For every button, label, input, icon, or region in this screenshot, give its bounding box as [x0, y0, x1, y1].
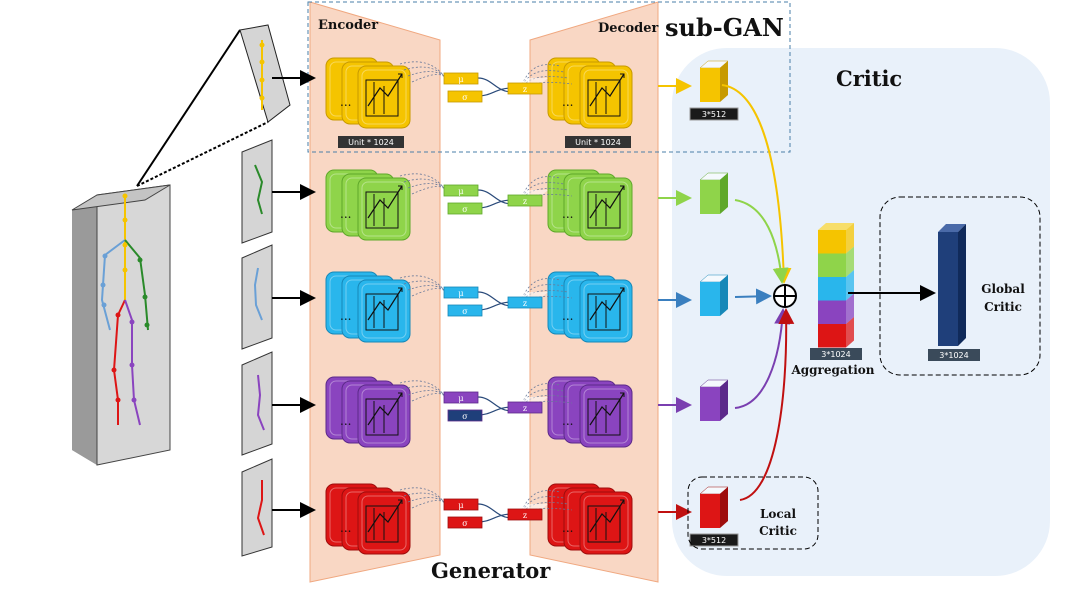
svg-text:...: ... [562, 309, 573, 323]
branch-row-left-arm: ...... μσ z [325, 271, 633, 343]
sub-gan-box [307, 1, 791, 153]
encoder-label: Encoder [318, 18, 378, 33]
svg-text:...: ... [340, 207, 351, 221]
latent-blocks-torso: μσ z [443, 68, 548, 103]
svg-text:σ: σ [462, 93, 468, 102]
svg-text:3*512: 3*512 [702, 110, 726, 119]
sub-gan-label: sub-GAN [665, 13, 784, 42]
svg-text:...: ... [340, 414, 351, 428]
limb-card-left-arm [241, 244, 273, 350]
svg-text:μ: μ [458, 289, 463, 298]
local-critic-label-1: Local [760, 507, 797, 521]
aggregation-segment-1 [818, 230, 846, 254]
svg-text:σ: σ [462, 205, 468, 214]
decoder-stack-left-leg: ... [547, 376, 633, 448]
feature-cube-left-arm [699, 274, 729, 316]
encoder-stack-right-arm: ... [325, 169, 411, 241]
curve-right-arm [734, 199, 789, 284]
svg-text:μ: μ [458, 394, 463, 403]
svg-text:z: z [523, 197, 527, 206]
critic-label: Critic [836, 66, 902, 91]
decoder-stack-left-arm: ... [547, 271, 633, 343]
branch-row-right-leg: ...... μσ z [325, 483, 633, 555]
global-critic-label-1: Global [981, 282, 1025, 296]
feature-tag-bottom [689, 533, 739, 547]
svg-text:μ: μ [458, 75, 463, 84]
aggregation-segment-5 [818, 324, 846, 348]
svg-text:...: ... [340, 309, 351, 323]
aggregation-segment-3 [818, 277, 846, 301]
encoder-stack-left-leg: ... [325, 376, 411, 448]
latent-blocks-left-arm: μσ z [443, 282, 548, 317]
local-critic-box [687, 476, 819, 550]
svg-text:3*1024: 3*1024 [821, 350, 850, 359]
encoder-unit-tag [338, 136, 404, 148]
svg-text:Unit * 1024: Unit * 1024 [348, 138, 394, 147]
limb-card-left-leg [241, 351, 273, 456]
zoom-projection [136, 24, 291, 187]
curve-left-leg [734, 308, 791, 409]
latent-blocks-right-leg: μσ z [443, 494, 548, 529]
encoder-stack-left-arm: ... [325, 271, 411, 343]
feature-tag-top [689, 107, 739, 121]
decoder-stack-right-leg: ... [547, 483, 633, 555]
aggregation-label: Aggregation [790, 363, 874, 377]
svg-text:...: ... [562, 95, 573, 109]
svg-text:z: z [523, 404, 527, 413]
global-critic-label-2: Critic [984, 300, 1022, 314]
svg-text:μ: μ [458, 501, 463, 510]
svg-text:...: ... [562, 414, 573, 428]
feature-cube-right-arm [699, 172, 729, 214]
curve-torso [721, 84, 792, 284]
aggregation-segment-2 [818, 253, 846, 277]
encoder-stack-right-leg: ... [325, 483, 411, 555]
global-critic-box [879, 196, 1041, 376]
decoder-stack-right-arm: ... [547, 169, 633, 241]
sum-node [773, 284, 797, 308]
limb-card-right-leg [241, 458, 273, 557]
decoder-label: Decoder [598, 21, 658, 36]
svg-text:z: z [523, 299, 527, 308]
limb-card-right-arm [241, 139, 273, 244]
svg-text:σ: σ [462, 412, 468, 421]
feature-cube-left-leg [699, 379, 729, 421]
encoder-stack-torso: ... [325, 57, 411, 129]
svg-text:z: z [523, 511, 527, 520]
svg-text:3*1024: 3*1024 [939, 351, 968, 360]
branch-row-torso: ...... μσ z [325, 57, 633, 129]
svg-text:σ: σ [462, 307, 468, 316]
branch-row-right-arm: ...... μσ z [325, 169, 633, 241]
local-critic-label-2: Critic [759, 524, 797, 538]
critic-panel [672, 48, 1050, 576]
svg-text:...: ... [562, 521, 573, 535]
decoder-unit-tag [565, 136, 631, 148]
svg-text:μ: μ [458, 187, 463, 196]
svg-text:...: ... [340, 521, 351, 535]
global-critic-bar [938, 224, 966, 346]
aggregation-tag [810, 348, 862, 360]
generator-rows: ......μσz......μσz......μσz......μσz....… [325, 57, 729, 555]
feature-cube-torso [699, 60, 729, 102]
generator-label: Generator [431, 558, 551, 583]
aggregation-stack [818, 223, 854, 348]
skeleton-input [71, 184, 171, 466]
latent-blocks-left-leg: μσ z [443, 387, 548, 422]
curve-right-leg [739, 308, 795, 501]
svg-text:...: ... [562, 207, 573, 221]
branch-row-left-leg: ...... μσ z [325, 376, 633, 448]
decoder-stack-torso: ... [547, 57, 633, 129]
svg-text:Unit * 1024: Unit * 1024 [575, 138, 621, 147]
svg-text:...: ... [340, 95, 351, 109]
curve-left-arm [734, 288, 772, 305]
svg-text:σ: σ [462, 519, 468, 528]
global-critic-tag [928, 349, 980, 361]
aggregation-segment-4 [818, 300, 846, 324]
latent-blocks-right-arm: μσ z [443, 180, 548, 215]
svg-text:z: z [523, 85, 527, 94]
feature-cube-right-leg [699, 486, 729, 528]
svg-text:3*512: 3*512 [702, 536, 726, 545]
